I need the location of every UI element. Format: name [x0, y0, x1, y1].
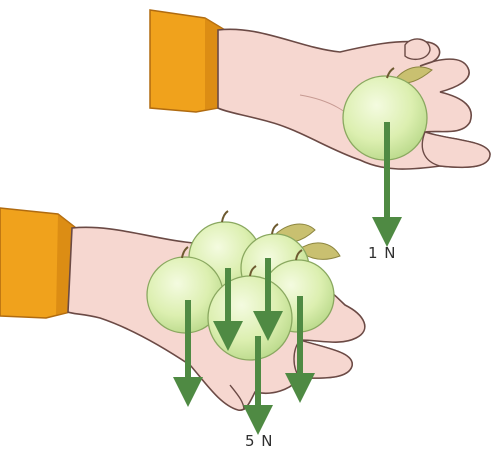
upper-force-label: 1 N	[368, 244, 397, 262]
lower-apple-5	[208, 276, 292, 360]
upper-example	[150, 10, 490, 232]
lower-force-label: 5 N	[245, 432, 274, 450]
lower-example	[0, 208, 365, 420]
